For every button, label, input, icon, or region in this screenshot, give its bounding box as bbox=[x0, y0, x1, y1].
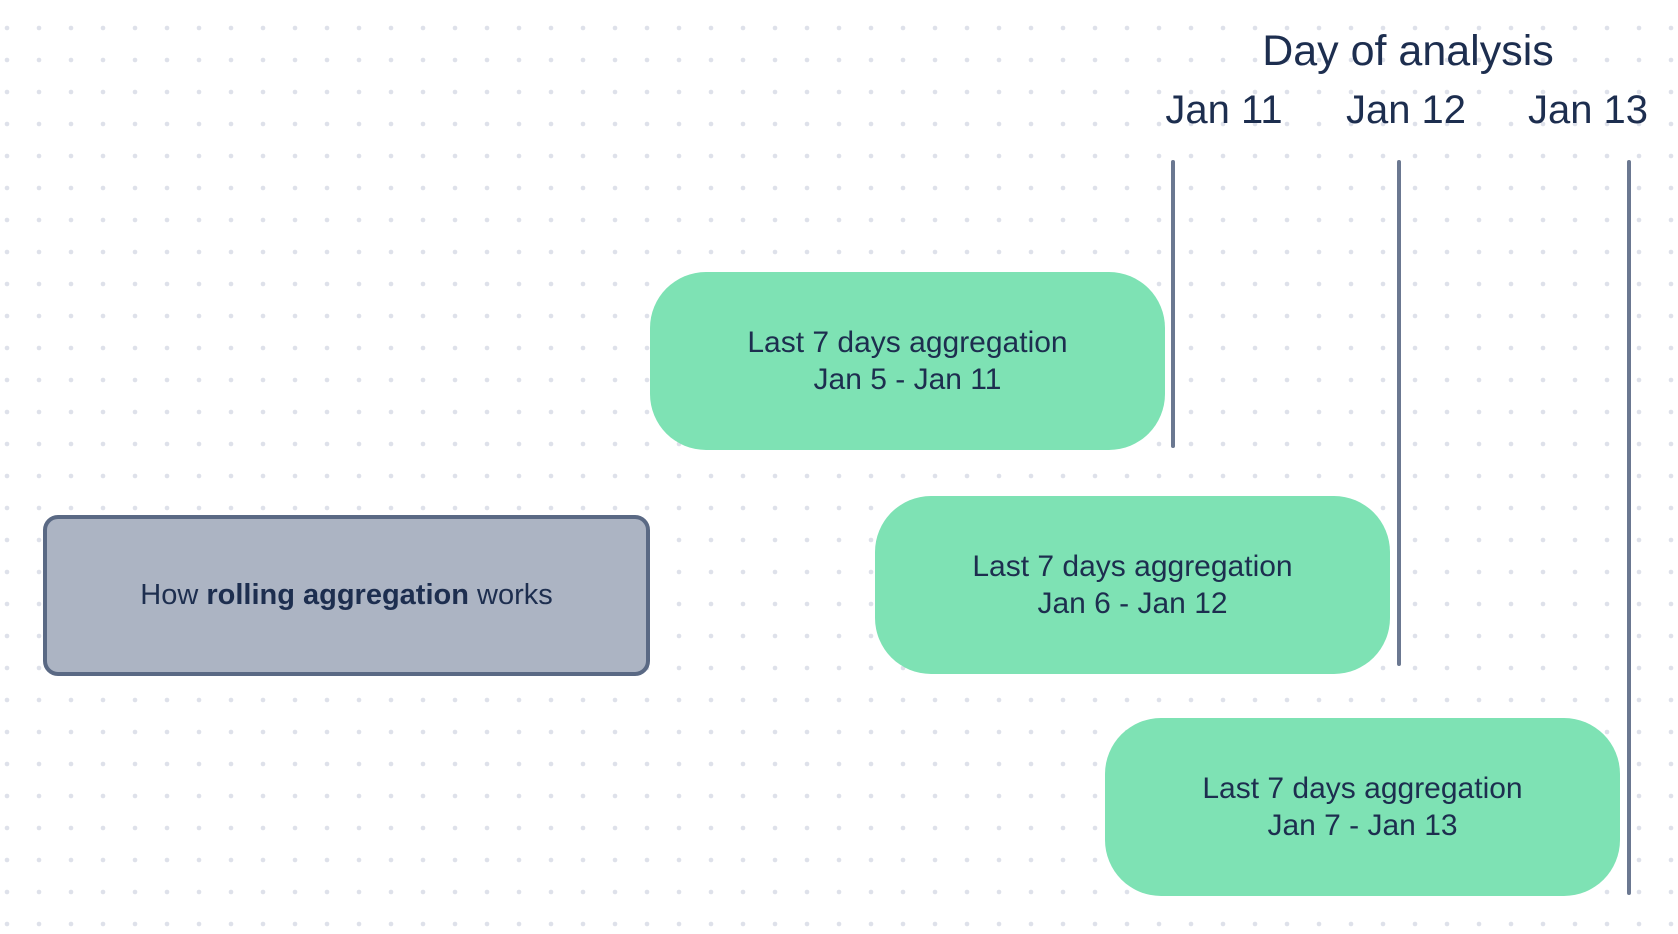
title-box-text-prefix: How bbox=[140, 579, 207, 611]
aggregation-window-box-jan5-jan11: Last 7 days aggregation Jan 5 - Jan 11 bbox=[650, 272, 1165, 450]
aggregation-window-box-jan6-jan12: Last 7 days aggregation Jan 6 - Jan 12 bbox=[875, 496, 1390, 674]
date-label-jan-12: Jan 12 bbox=[1345, 88, 1467, 132]
aggregation-window-range: Jan 7 - Jan 13 bbox=[1267, 809, 1458, 842]
analysis-day-line-jan-13 bbox=[1627, 160, 1631, 895]
aggregation-window-range: Jan 5 - Jan 11 bbox=[813, 363, 1002, 396]
aggregation-window-label: Last 7 days aggregation bbox=[747, 325, 1068, 359]
day-of-analysis-title: Day of analysis bbox=[1262, 27, 1554, 75]
aggregation-window-label: Last 7 days aggregation bbox=[1202, 771, 1523, 805]
date-label-jan-13: Jan 13 bbox=[1527, 88, 1649, 132]
aggregation-window-box-jan7-jan13: Last 7 days aggregation Jan 7 - Jan 13 bbox=[1105, 718, 1620, 896]
title-box-text-suffix: works bbox=[468, 579, 553, 611]
date-label-jan-11: Jan 11 bbox=[1165, 88, 1283, 132]
analysis-day-line-jan-12 bbox=[1397, 160, 1401, 666]
title-box-text-bold: rolling aggregation bbox=[206, 579, 469, 611]
aggregation-window-label: Last 7 days aggregation bbox=[972, 549, 1293, 583]
analysis-day-line-jan-11 bbox=[1171, 160, 1175, 448]
how-rolling-aggregation-works-box: How rolling aggregation works bbox=[43, 515, 650, 676]
aggregation-window-range: Jan 6 - Jan 12 bbox=[1037, 587, 1228, 620]
